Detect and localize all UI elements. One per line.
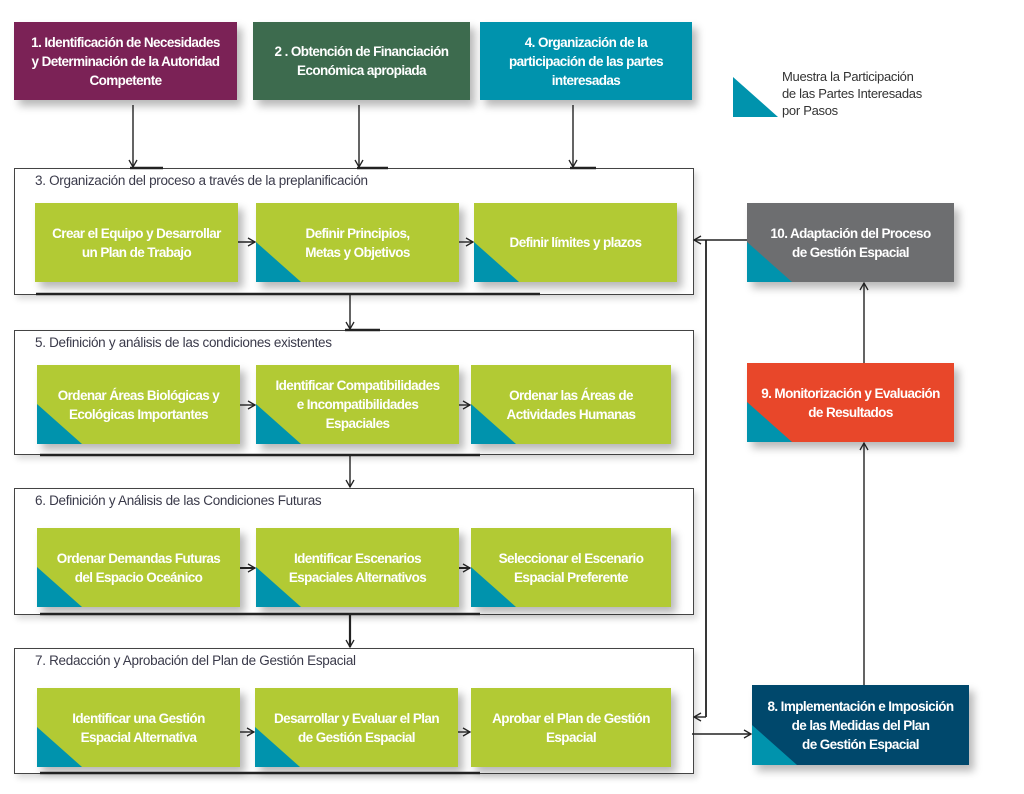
stakeholder-triangle-icon [255,727,300,767]
step-3a-box: Crear el Equipo y Desarrollar un Plan de… [35,203,238,282]
step-9-box: 9. Monitorización y Evaluación de Result… [747,363,954,442]
section-3-title: 3. Organización del proceso a través de … [35,173,368,188]
stakeholder-triangle-icon [474,242,519,282]
step-7c-box: Aprobar el Plan de Gestión Espacial [471,688,671,767]
stakeholder-triangle-icon [752,725,797,765]
step-7c-label: Aprobar el Plan de Gestión Espacial [492,710,650,745]
stakeholder-triangle-icon [733,77,778,117]
step-4-box: 4. Organización de la participación de l… [480,22,692,100]
stakeholder-triangle-icon [747,402,792,442]
section-5-title: 5. Definición y análisis de las condicio… [35,335,332,350]
step-5c-box: Ordenar las Áreas de Actividades Humanas [471,365,671,444]
step-8-label: 8. Implementación e Imposición de las Me… [767,698,954,752]
stakeholder-triangle-icon [37,727,82,767]
step-6c-box: Seleccionar el Escenario Espacial Prefer… [471,528,671,607]
step-7a-box: Identificar una Gestión Espacial Alterna… [37,688,240,767]
step-6a-box: Ordenar Demandas Futuras del Espacio Oce… [37,528,240,607]
step-3c-label: Definir límites y plazos [509,235,643,250]
section-7-title: 7. Redacción y Aprobación del Plan de Ge… [35,653,356,668]
stakeholder-triangle-icon [37,567,82,607]
step-3b-box: Definir Principios, Metas y Objetivos [256,203,459,282]
step-6c-label: Seleccionar el Escenario Espacial Prefer… [498,550,644,585]
step-10-label: 10. Adaptación del Proceso de Gestión Es… [770,225,931,260]
stakeholder-triangle-icon [256,404,301,444]
step-6b-box: Identificar Escenarios Espaciales Altern… [256,528,459,607]
step-9-label: 9. Monitorización y Evaluación de Result… [761,385,940,420]
step-1-box: 1. Identificación de Necesidades y Deter… [14,22,237,100]
stakeholder-triangle-icon [256,567,301,607]
step-3c-box: Definir límites y plazos [474,203,677,282]
stakeholder-triangle-icon [747,242,792,282]
step-1-label: 1. Identificación de Necesidades y Deter… [31,34,220,88]
step-8-box: 8. Implementación e Imposición de las Me… [752,685,969,765]
step-5a-box: Ordenar Áreas Biológicas y Ecológicas Im… [37,365,240,444]
section-6-title: 6. Definición y Análisis de las Condicio… [35,493,322,508]
step-7b-label: Desarrollar y Evaluar el Plan de Gestión… [274,710,440,745]
step-4-label: 4. Organización de la participación de l… [508,34,664,88]
step-6a-label: Ordenar Demandas Futuras del Espacio Oce… [56,550,221,585]
step-5b-label: Identificar Compatibilidades e Incompati… [275,378,441,431]
step-5c-label: Ordenar las Áreas de Actividades Humanas [506,387,637,422]
step-3b-label: Definir Principios, Metas y Objetivos [305,225,410,260]
step-3a-label: Crear el Equipo y Desarrollar un Plan de… [52,225,221,260]
legend-text: Muestra la Participación de las Partes I… [782,69,922,118]
step-5a-label: Ordenar Áreas Biológicas y Ecológicas Im… [57,387,220,422]
step-5b-box: Identificar Compatibilidades e Incompati… [256,365,459,444]
stakeholder-triangle-icon [37,404,82,444]
step-2-box: 2 . Obtención de Financiación Económica … [253,22,470,100]
step-7a-label: Identificar una Gestión Espacial Alterna… [72,710,205,745]
stakeholder-triangle-icon [471,567,516,607]
stakeholder-triangle-icon [256,242,301,282]
step-10-box: 10. Adaptación del Proceso de Gestión Es… [747,203,954,282]
step-7b-box: Desarrollar y Evaluar el Plan de Gestión… [255,688,458,767]
step-2-label: 2 . Obtención de Financiación Económica … [274,44,449,78]
step-6b-label: Identificar Escenarios Espaciales Altern… [288,550,427,585]
stakeholder-triangle-icon [471,404,516,444]
